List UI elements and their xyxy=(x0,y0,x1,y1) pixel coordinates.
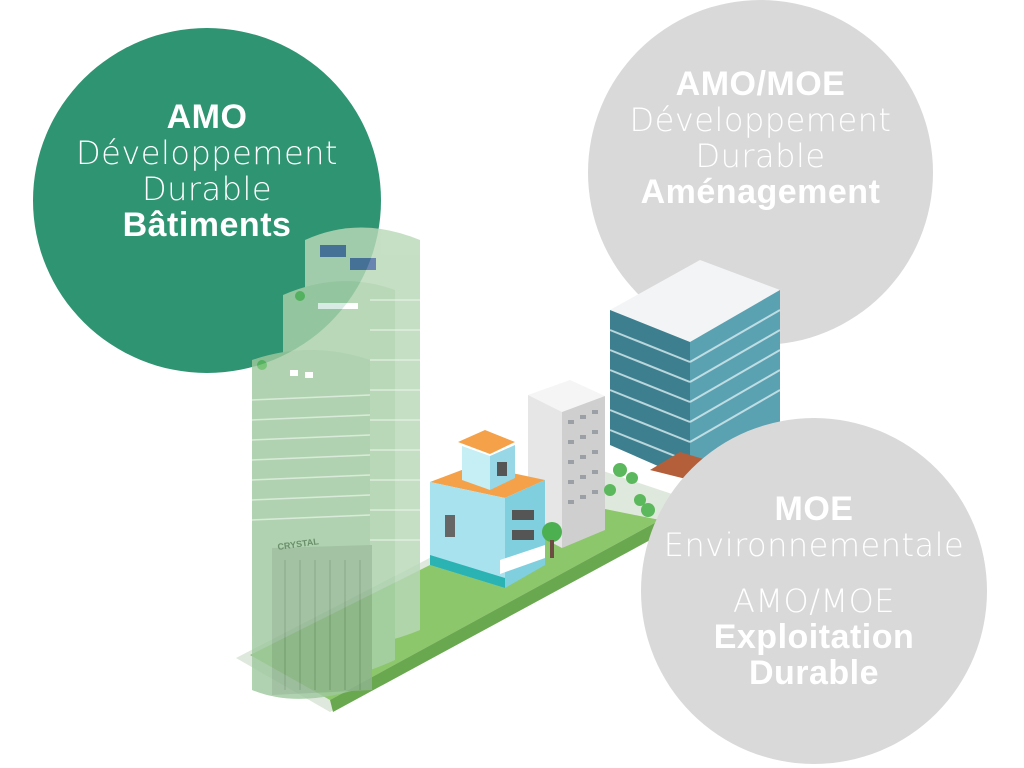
circle-subtitle: Durable xyxy=(141,169,273,208)
circle-title: AMO xyxy=(166,97,248,136)
lawn-dark xyxy=(330,520,665,712)
circle-subtitle: Environnementale xyxy=(663,526,965,564)
crystal-tower xyxy=(251,227,420,699)
circle-subtitle: Développement xyxy=(629,100,892,139)
circle-topic: Exploitation xyxy=(713,618,915,656)
trees xyxy=(604,463,655,517)
circle-topic: Aménagement xyxy=(640,172,881,211)
circle-subtitle: Durable xyxy=(695,136,826,175)
small-house xyxy=(430,430,562,588)
circle-moe-exploitation: MOE Environnementale AMO/MOE Exploitatio… xyxy=(641,418,987,764)
circle-amo-moe-amenagement: AMO/MOE Développement Durable Aménagemen… xyxy=(588,0,933,345)
circle-topic: Bâtiments xyxy=(122,205,292,244)
circle-title: AMO/MOE xyxy=(675,64,846,103)
circle-title: MOE xyxy=(774,490,854,528)
circle-subtitle: AMO/MOE xyxy=(733,582,895,620)
circle-topic: Durable xyxy=(748,654,880,692)
circle-subtitle: Développement xyxy=(76,133,338,172)
glass-office-building xyxy=(609,260,781,480)
